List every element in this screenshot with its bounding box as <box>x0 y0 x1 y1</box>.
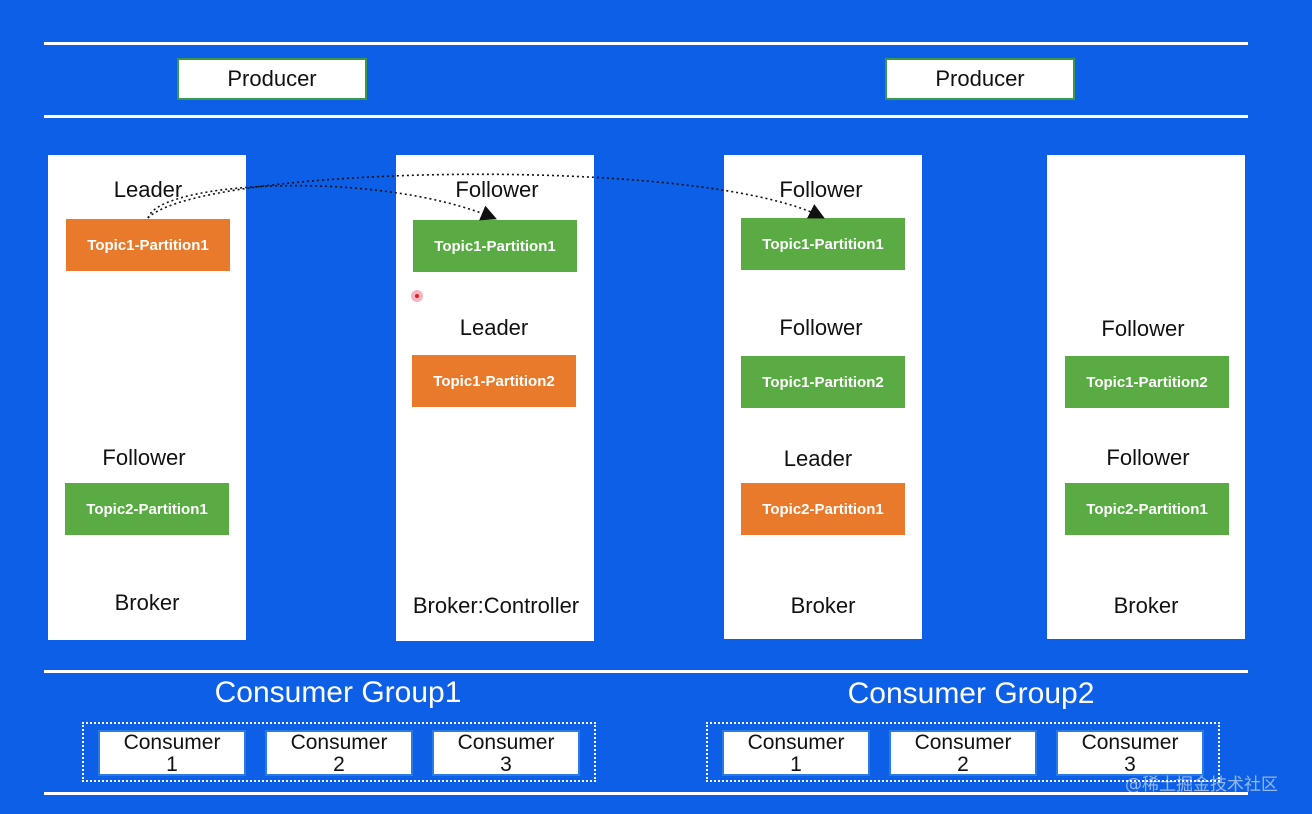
partition-topic1-partition2-leader: Topic1-Partition2 <box>412 355 576 407</box>
partition-topic1-partition1-follower: Topic1-Partition1 <box>413 220 577 272</box>
consumer-group-2-title: Consumer Group2 <box>847 677 1095 710</box>
broker-label: Broker <box>1113 593 1179 618</box>
role-label-follower: Follower <box>455 177 539 202</box>
broker-2-controller: Follower Topic1-Partition1 Leader Topic1… <box>396 155 594 641</box>
partition-topic2-partition1-leader: Topic2-Partition1 <box>741 483 905 535</box>
broker-1: Leader Topic1-Partition1 Follower Topic2… <box>48 155 246 640</box>
consumer-box: Consumer 3 <box>432 730 580 776</box>
consumer-divider <box>44 670 1248 673</box>
broker-4: Follower Topic1-Partition2 Follower Topi… <box>1047 155 1245 639</box>
consumer-number: 3 <box>1124 753 1136 776</box>
consumer-number: 3 <box>500 753 512 776</box>
consumer-box: Consumer 3 <box>1056 730 1204 776</box>
consumer-box: Consumer 2 <box>265 730 413 776</box>
producer-box-1: Producer <box>177 58 367 100</box>
producer-box-2: Producer <box>885 58 1075 100</box>
broker-3: Follower Topic1-Partition1 Follower Topi… <box>724 155 922 639</box>
consumer-number: 2 <box>333 753 345 776</box>
consumer-label: Consumer <box>1081 731 1179 754</box>
partition-topic2-partition1-follower: Topic2-Partition1 <box>1065 483 1229 535</box>
consumer-box: Consumer 1 <box>98 730 246 776</box>
consumer-number: 2 <box>957 753 969 776</box>
role-label-leader: Leader <box>783 446 853 471</box>
producer-divider <box>44 115 1248 118</box>
partition-topic1-partition1-follower: Topic1-Partition1 <box>741 218 905 270</box>
consumer-label: Consumer <box>747 731 845 754</box>
consumer-label: Consumer <box>290 731 388 754</box>
role-label-follower: Follower <box>779 177 863 202</box>
broker-label: Broker <box>790 593 856 618</box>
watermark: @稀土掘金技术社区 <box>1125 775 1278 795</box>
consumer-box: Consumer 2 <box>889 730 1037 776</box>
partition-topic1-partition2-follower: Topic1-Partition2 <box>1065 356 1229 408</box>
replication-arrow-to-broker-2 <box>147 184 497 221</box>
consumer-group-1-box <box>82 722 596 782</box>
consumer-number: 1 <box>790 753 802 776</box>
consumer-label: Consumer <box>914 731 1012 754</box>
partition-topic1-partition2-follower: Topic1-Partition2 <box>741 356 905 408</box>
consumer-group-2-box <box>706 722 1220 782</box>
consumer-box: Consumer 1 <box>722 730 870 776</box>
consumer-label: Consumer <box>457 731 555 754</box>
partition-topic1-partition1-leader: Topic1-Partition1 <box>66 219 230 271</box>
replication-arrow-to-broker-3 <box>147 173 825 219</box>
broker-label: Broker <box>114 590 180 615</box>
mouse-cursor-indicator <box>411 290 423 302</box>
role-label-follower: Follower <box>1106 445 1190 470</box>
top-divider <box>44 42 1248 45</box>
role-label-follower: Follower <box>102 445 186 470</box>
role-label-follower: Follower <box>779 315 863 340</box>
role-label-leader: Leader <box>459 315 529 340</box>
consumer-group-1-title: Consumer Group1 <box>214 676 462 709</box>
role-label-leader: Leader <box>113 177 183 202</box>
bottom-divider <box>44 792 1248 795</box>
broker-label-controller: Broker:Controller <box>412 593 580 618</box>
consumer-number: 1 <box>166 753 178 776</box>
role-label-follower: Follower <box>1101 316 1185 341</box>
consumer-label: Consumer <box>123 731 221 754</box>
partition-topic2-partition1-follower: Topic2-Partition1 <box>65 483 229 535</box>
